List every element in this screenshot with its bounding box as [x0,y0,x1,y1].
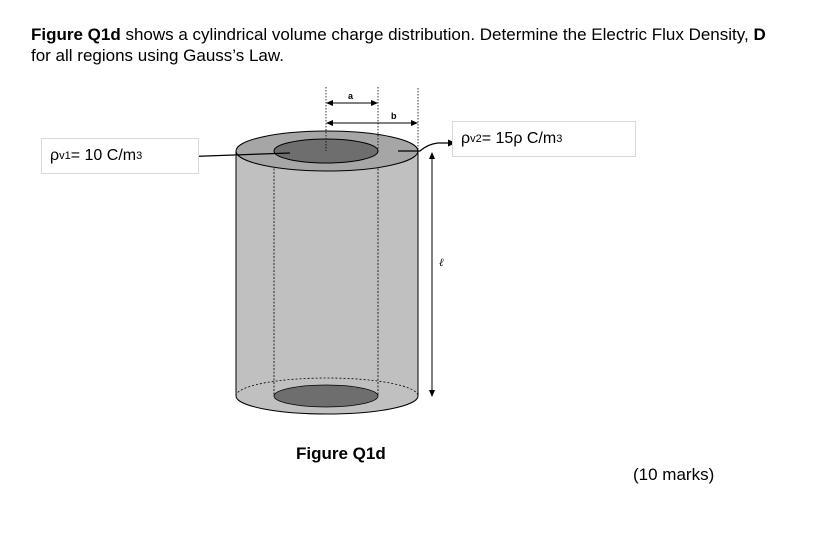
bottom-back-edge [235,377,419,397]
inner-core-bottom [273,384,379,408]
dim-a-arrowhead-left [326,100,333,106]
rho-v2-value: = 15ρ C/m [481,130,557,147]
rho-v2-leader [398,142,448,152]
dim-a-arrowhead-right [371,100,378,106]
dim-b-arrowhead-left [326,120,333,126]
question-text-part-1: shows a cylindrical volume charge distri… [120,25,754,44]
dim-a-label: a [348,91,354,101]
rho-v2-symbol: ρ [461,130,471,147]
marks-label: (10 marks) [633,465,715,484]
figure-reference: Figure Q1d [31,25,121,44]
d-symbol: D [753,25,766,44]
rho-v1-symbol: ρ [50,147,60,164]
dim-b-arrowhead-right [411,120,418,126]
length-arrowhead-top [429,152,435,159]
outer-cylinder-body [235,150,419,415]
dim-b-label: b [391,111,397,121]
figure-caption: Figure Q1d [296,444,386,463]
question-text: Figure Q1d shows a cylindrical volume ch… [31,24,771,66]
rho-v1-value: = 10 C/m [70,147,137,164]
length-label: ℓ [439,257,444,269]
length-arrowhead-bottom [429,390,435,397]
question-text-part-2: for all regions using Gauss’s Law. [31,46,284,65]
